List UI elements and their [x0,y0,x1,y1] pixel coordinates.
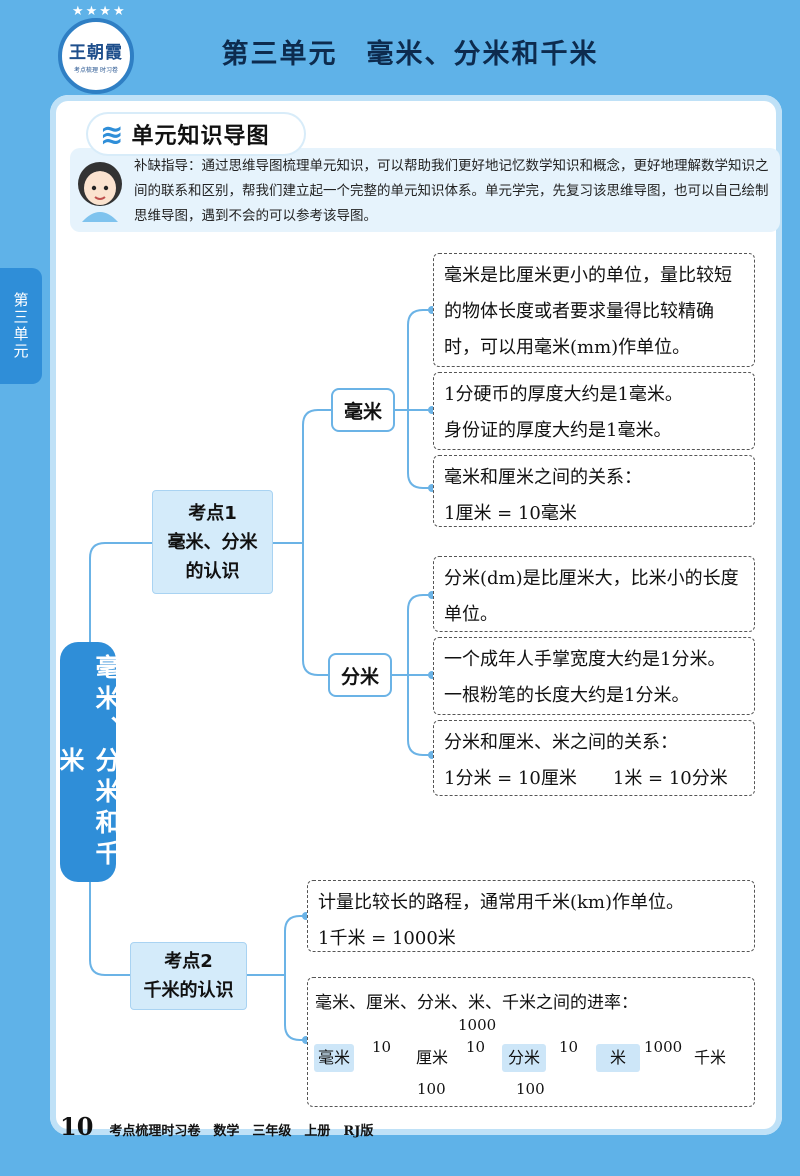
km-definition: 计量比较长的路程，通常用千米(km)作单位。 1千米 = 1000米 [307,880,755,952]
dm-relation: 分米和厘米、米之间的关系： 1分米 = 10厘米 1米 = 10分米 [433,720,755,796]
logo-text: 王朝霞 [69,43,123,63]
kp1-line2: 毫米、分米 [167,531,258,553]
dm-relation-title: 分米和厘米、米之间的关系： [444,732,678,753]
mm-node: 毫米 [331,388,395,432]
girl-avatar-icon [78,162,122,222]
wave-icon: ≋ [100,117,124,151]
unit-dm: 分米 [502,1044,546,1072]
rates-title: 毫米、厘米、分米、米、千米之间的进率： [315,993,638,1013]
mm-definition: 毫米是比厘米更小的单位，量比较短的物体长度或者要求量得比较精确时，可以用毫米(m… [433,253,755,367]
mm-examples: 1分硬币的厚度大约是1毫米。 身份证的厚度大约是1毫米。 [433,372,755,450]
unit-m: 米 [596,1044,640,1072]
root-label: 毫米、分米和千米 [56,653,121,871]
tip-text: 补缺指导：通过思维导图梳理单元知识，可以帮助我们更好地记忆数学知识和概念，更好地… [134,158,769,224]
rate-top: 1000 [456,1016,499,1034]
page-number: 10 [60,1112,94,1141]
mm-relation-formula: 1厘米 = 10毫米 [444,503,577,524]
footer: 10 考点梳理时习卷 数学 三年级 上册 RJ版 [60,1112,373,1142]
unit-mm: 毫米 [314,1044,354,1072]
kp2-label: 千米的认识 [143,980,234,1001]
side-tab: 第三单元 [0,268,42,384]
kp2-node: 考点2 千米的认识 [130,942,247,1010]
unit-cm: 厘米 [415,1048,448,1067]
header: ★★★★ 王朝霞 考点梳理 时习卷 第三单元 毫米、分米和千米 [0,0,800,100]
dm-definition: 分米(dm)是比厘米大，比米小的长度单位。 [433,556,755,632]
publisher-logo: 王朝霞 考点梳理 时习卷 [58,18,134,94]
unit-km: 千米 [693,1048,726,1067]
rate-bottom-1: 100 [415,1080,448,1098]
mm-example-1: 1分硬币的厚度大约是1毫米。 [444,384,683,405]
dm-relation-formula: 1分米 = 10厘米 1米 = 10分米 [444,768,728,789]
rate-cm-dm: 10 [464,1038,488,1056]
logo-subtext: 考点梳理 时习卷 [74,67,118,74]
section-heading: ≋ 单元知识导图 [88,114,304,154]
unit-title: 第三单元 毫米、分米和千米 [221,39,599,70]
mm-definition-text: 毫米是比厘米更小的单位，量比较短的物体长度或者要求量得比较精确时，可以用毫米(m… [444,265,732,358]
mm-example-2: 身份证的厚度大约是1毫米。 [444,420,672,441]
mm-relation-title: 毫米和厘米之间的关系： [444,467,642,488]
kp1-title: 考点1 [188,502,237,524]
dm-node: 分米 [328,653,392,697]
mm-relation: 毫米和厘米之间的关系： 1厘米 = 10毫米 [433,455,755,527]
mm-label: 毫米 [343,400,382,423]
km-definition-text: 计量比较长的路程，通常用千米(km)作单位。 [318,892,685,913]
rate-m-km: 1000 [642,1038,685,1056]
kp1-node: 考点1 毫米、分米 的认识 [152,490,273,594]
dm-label: 分米 [340,665,379,688]
kp1-line3: 的认识 [185,560,240,582]
dm-definition-text: 分米(dm)是比厘米大，比米小的长度单位。 [444,568,739,625]
footer-text: 考点梳理时习卷 数学 三年级 上册 RJ版 [109,1124,374,1139]
rate-bottom-2: 100 [514,1080,547,1098]
rate-mm-cm: 10 [370,1038,394,1056]
dm-example-1: 一个成年人手掌宽度大约是1分米。 [444,649,726,670]
km-formula: 1千米 = 1000米 [318,928,456,949]
stars-decoration: ★★★★ [72,4,127,19]
section-title: 单元知识导图 [131,124,270,149]
kp2-title: 考点2 [164,951,213,972]
tip-box [70,148,780,232]
rate-dm-m: 10 [557,1038,581,1056]
dm-examples: 一个成年人手掌宽度大约是1分米。 一根粉笔的长度大约是1分米。 [433,637,755,715]
side-tab-label: 第三单元 [11,292,30,360]
root-node: 毫米、分米和千米 [56,642,121,882]
dm-example-2: 一根粉笔的长度大约是1分米。 [444,685,690,706]
